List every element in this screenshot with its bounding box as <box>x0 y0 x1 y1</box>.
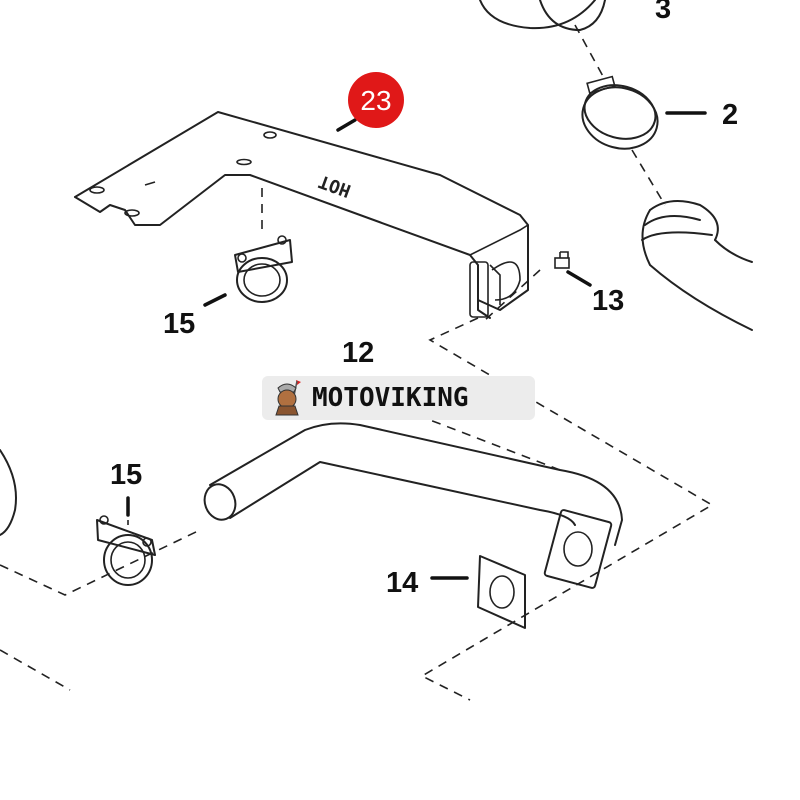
heat-shield-part-23: HOT <box>74 111 529 319</box>
callout-15-lower: 15 <box>110 459 142 491</box>
hose-right <box>641 200 753 331</box>
clamp-part-15-lower <box>96 515 156 586</box>
pipe-part-3 <box>479 0 606 31</box>
callout-3: 3 <box>655 0 671 25</box>
callout-13: 13 <box>592 285 624 317</box>
callout-15-upper: 15 <box>163 308 195 340</box>
callout-23-badge: 23 <box>348 72 404 128</box>
motoviking-watermark: MOTOVIKING <box>262 376 535 420</box>
callout-2: 2 <box>722 99 738 131</box>
clamp-part-15-upper <box>234 235 293 303</box>
gasket-part-14 <box>477 555 526 629</box>
exhaust-pipe-part-12 <box>203 422 623 589</box>
brand-name: MOTOVIKING <box>312 383 469 413</box>
hose-clamp-part-2 <box>581 75 659 150</box>
bolt-part-13 <box>554 251 570 269</box>
callout-23: 23 <box>360 85 391 116</box>
callout-14: 14 <box>386 567 418 599</box>
callout-12: 12 <box>342 337 374 369</box>
viking-mascot-icon <box>275 380 301 416</box>
hot-stamp: HOT <box>316 170 354 201</box>
partial-part-left <box>0 449 17 536</box>
